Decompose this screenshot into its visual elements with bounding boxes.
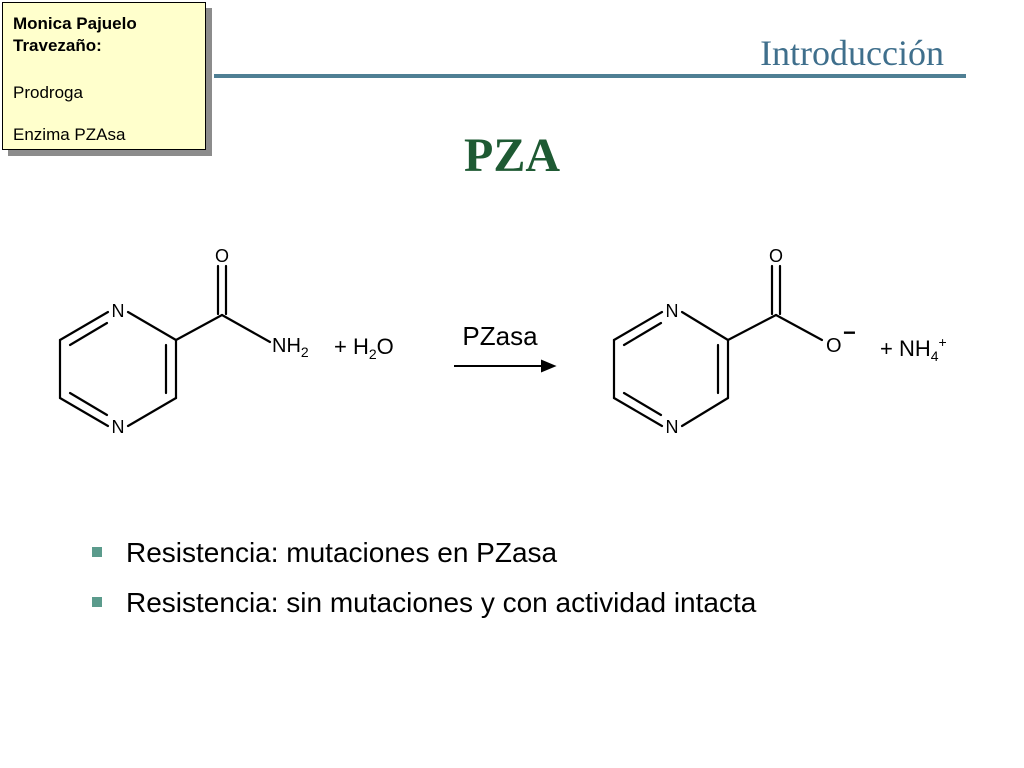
product-ring-n-bottom: N bbox=[666, 417, 679, 437]
pyrazinamide-structure bbox=[58, 264, 272, 428]
header-rule bbox=[214, 74, 966, 78]
note-author: Monica Pajuelo Travezaño: bbox=[13, 14, 137, 55]
reactant-ring-n-top: N bbox=[112, 301, 125, 321]
product-oxide-o: O bbox=[826, 335, 842, 357]
water-sub: 2 bbox=[369, 346, 377, 362]
author-note: Monica Pajuelo Travezaño: Prodroga Enzim… bbox=[2, 2, 206, 150]
bullet-text: Resistencia: sin mutaciones y con activi… bbox=[126, 587, 757, 618]
reactant-ring-n-bottom: N bbox=[112, 417, 125, 437]
section-title: Introducción bbox=[760, 33, 944, 73]
slide-title: PZA bbox=[464, 129, 560, 182]
water-o: O bbox=[377, 334, 394, 359]
bullet-item: Resistencia: mutaciones en PZasa bbox=[88, 528, 756, 578]
bullet-list: Resistencia: mutaciones en PZasa Resiste… bbox=[88, 528, 756, 628]
square-bullet-icon bbox=[92, 597, 102, 607]
reaction-scheme: O N N NH2 + H2O PZasa O N N O − + NH4+ bbox=[58, 246, 947, 437]
enzyme-label: PZasa bbox=[462, 321, 538, 351]
product-carbonyl-o: O bbox=[769, 246, 783, 266]
reactant-carbonyl-o: O bbox=[215, 246, 229, 266]
ammonium-term: + NH4+ bbox=[880, 334, 947, 364]
product-ring-n-top: N bbox=[666, 301, 679, 321]
pyrazinoate-structure bbox=[612, 264, 824, 428]
water-term: + H2O bbox=[334, 334, 394, 362]
reactant-amine: NH2 bbox=[272, 335, 309, 360]
bullet-text: Resistencia: mutaciones en PZasa bbox=[126, 537, 558, 568]
ammonium-sup: + bbox=[939, 334, 947, 350]
bullet-item: Resistencia: sin mutaciones y con activi… bbox=[88, 578, 756, 628]
ammonium-plus-nh: + NH bbox=[880, 336, 931, 361]
note-line-prodroga: Prodroga bbox=[13, 83, 83, 102]
square-bullet-icon bbox=[92, 547, 102, 557]
reactant-amine-text: NH bbox=[272, 335, 301, 357]
water-plus-h: + H bbox=[334, 334, 369, 359]
product-oxide-charge: − bbox=[843, 320, 856, 345]
reactant-amine-sub: 2 bbox=[301, 344, 309, 360]
reaction-arrow bbox=[454, 359, 557, 373]
ammonium-sub: 4 bbox=[931, 348, 939, 364]
note-line-enzima: Enzima PZAsa bbox=[13, 125, 126, 144]
